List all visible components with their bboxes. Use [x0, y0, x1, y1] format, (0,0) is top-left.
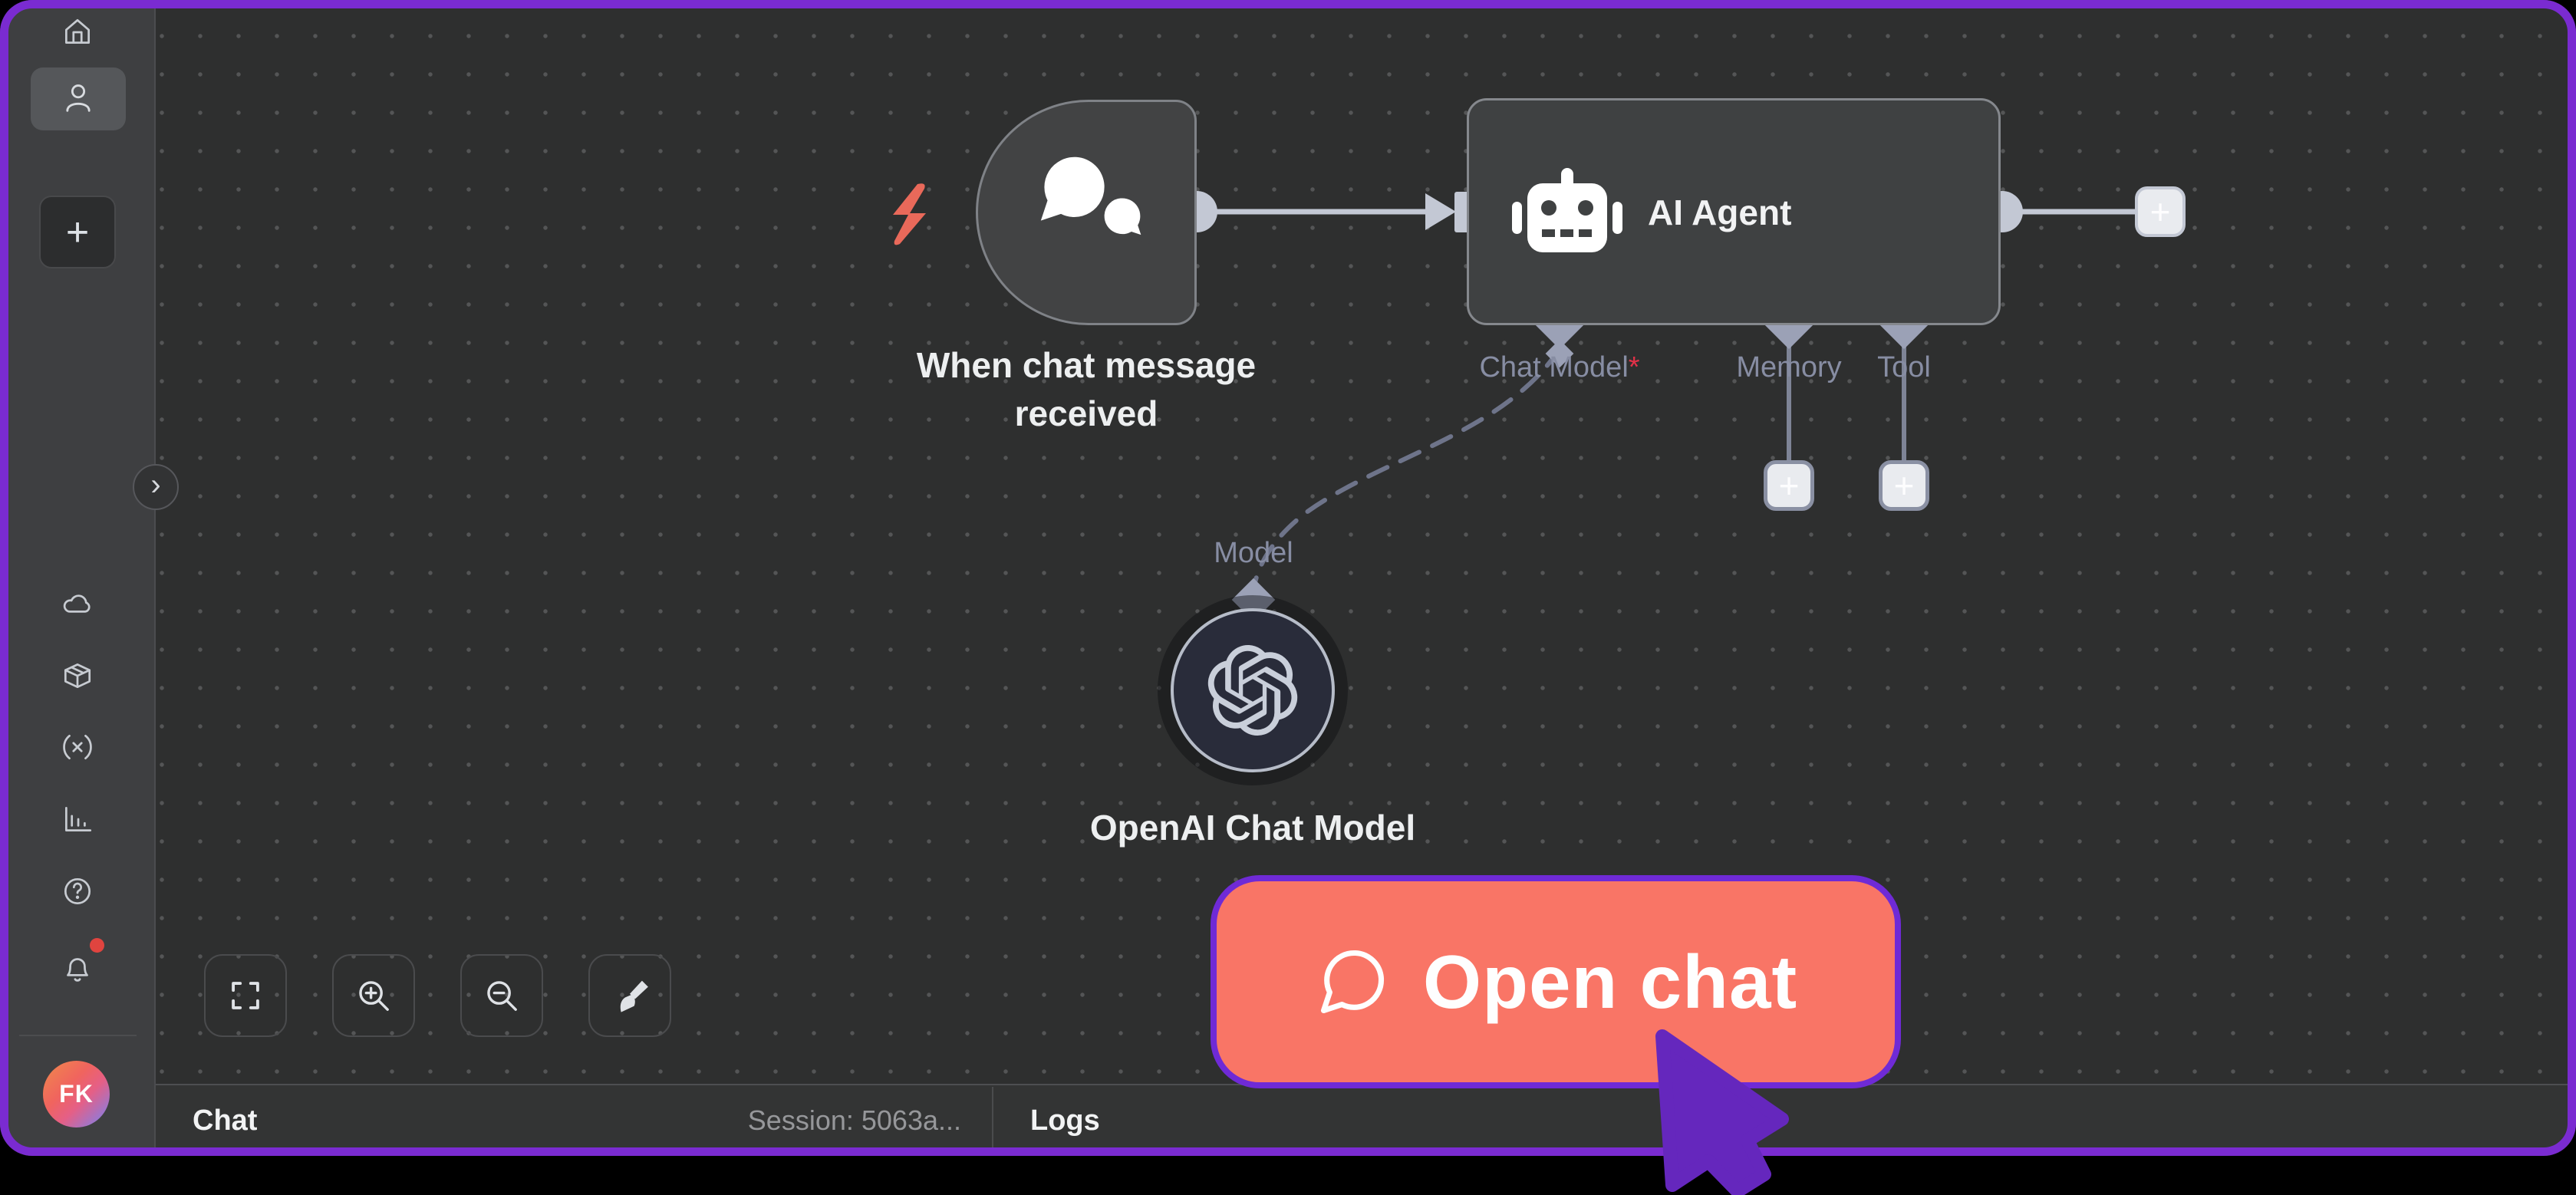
required-asterisk: *	[1628, 351, 1640, 384]
trigger-node-label: When chat message received	[916, 345, 1257, 433]
fit-view-button[interactable]	[204, 954, 287, 1037]
tab-logs[interactable]: Logs	[1030, 1104, 1100, 1137]
user-avatar[interactable]: FK	[43, 1061, 110, 1128]
tab-chat[interactable]: Chat	[193, 1104, 258, 1137]
node-openai-chat-model[interactable]	[1171, 608, 1335, 772]
open-chat-button[interactable]: Open chat	[1211, 875, 1901, 1088]
model-port-label: Model	[1214, 537, 1293, 569]
cloud-icon	[63, 594, 91, 613]
user-icon	[66, 84, 91, 112]
openai-logo-icon	[1207, 645, 1298, 736]
plus-icon: +	[65, 209, 90, 255]
sidebar: +	[0, 0, 156, 1156]
add-workflow-button[interactable]: +	[39, 196, 116, 268]
fit-view-icon	[232, 982, 259, 1009]
sidebar-item-templates[interactable]	[54, 652, 100, 698]
zoom-in-icon	[359, 981, 389, 1011]
app-window: When chat message received AI Agent Chat…	[0, 0, 2576, 1156]
chat-bubbles-icon	[1040, 156, 1151, 245]
chat-model-port-label: Chat Model*	[1479, 351, 1640, 384]
tidy-up-icon	[620, 980, 648, 1012]
home-icon	[64, 18, 90, 44]
zoom-out-button[interactable]	[460, 954, 543, 1037]
openai-node-label: OpenAI Chat Model	[1089, 808, 1416, 848]
avatar-initials: FK	[59, 1080, 94, 1108]
sidebar-item-help[interactable]	[54, 868, 100, 914]
sidebar-item-insights[interactable]	[54, 796, 100, 842]
plus-icon: +	[1778, 466, 1800, 505]
zoom-out-icon	[487, 981, 517, 1011]
memory-port-label: Memory	[1736, 351, 1842, 384]
tool-plus-button[interactable]: +	[1879, 460, 1929, 511]
help-icon	[64, 877, 91, 905]
agent-output-plus-button[interactable]: +	[2135, 186, 2186, 237]
sidebar-item-home[interactable]	[54, 9, 100, 55]
plus-icon: +	[2149, 192, 2171, 232]
agent-node-title: AI Agent	[1648, 193, 1792, 232]
panel-divider	[992, 1087, 993, 1156]
package-box-icon	[64, 663, 91, 689]
chat-bubble-icon	[1320, 950, 1384, 1014]
node-chat-trigger[interactable]	[976, 100, 1197, 325]
sidebar-divider	[19, 1035, 137, 1036]
chevron-right-icon: ›	[150, 467, 161, 502]
sidebar-item-cloud[interactable]	[54, 581, 100, 627]
plus-icon: +	[1893, 466, 1915, 505]
sidebar-item-variables[interactable]	[54, 724, 100, 770]
bar-chart-icon	[64, 807, 91, 831]
notification-badge	[90, 938, 104, 953]
memory-plus-button[interactable]: +	[1764, 460, 1814, 511]
zoom-in-button[interactable]	[332, 954, 415, 1037]
bottom-panel: Chat Session: 5063a... Logs	[156, 1084, 2576, 1156]
variables-icon	[62, 735, 92, 759]
open-chat-label: Open chat	[1422, 939, 1798, 1024]
session-id: Session: 5063a...	[747, 1104, 961, 1136]
sidebar-item-user[interactable]	[31, 67, 126, 130]
robot-icon	[1512, 168, 1622, 252]
sidebar-item-notifications[interactable]	[54, 945, 100, 991]
sidebar-expand-button[interactable]: ›	[133, 464, 179, 510]
tidy-up-button[interactable]	[588, 954, 671, 1037]
tool-port-label: Tool	[1877, 351, 1931, 384]
node-ai-agent[interactable]	[1467, 98, 2001, 325]
bell-icon	[66, 958, 88, 982]
